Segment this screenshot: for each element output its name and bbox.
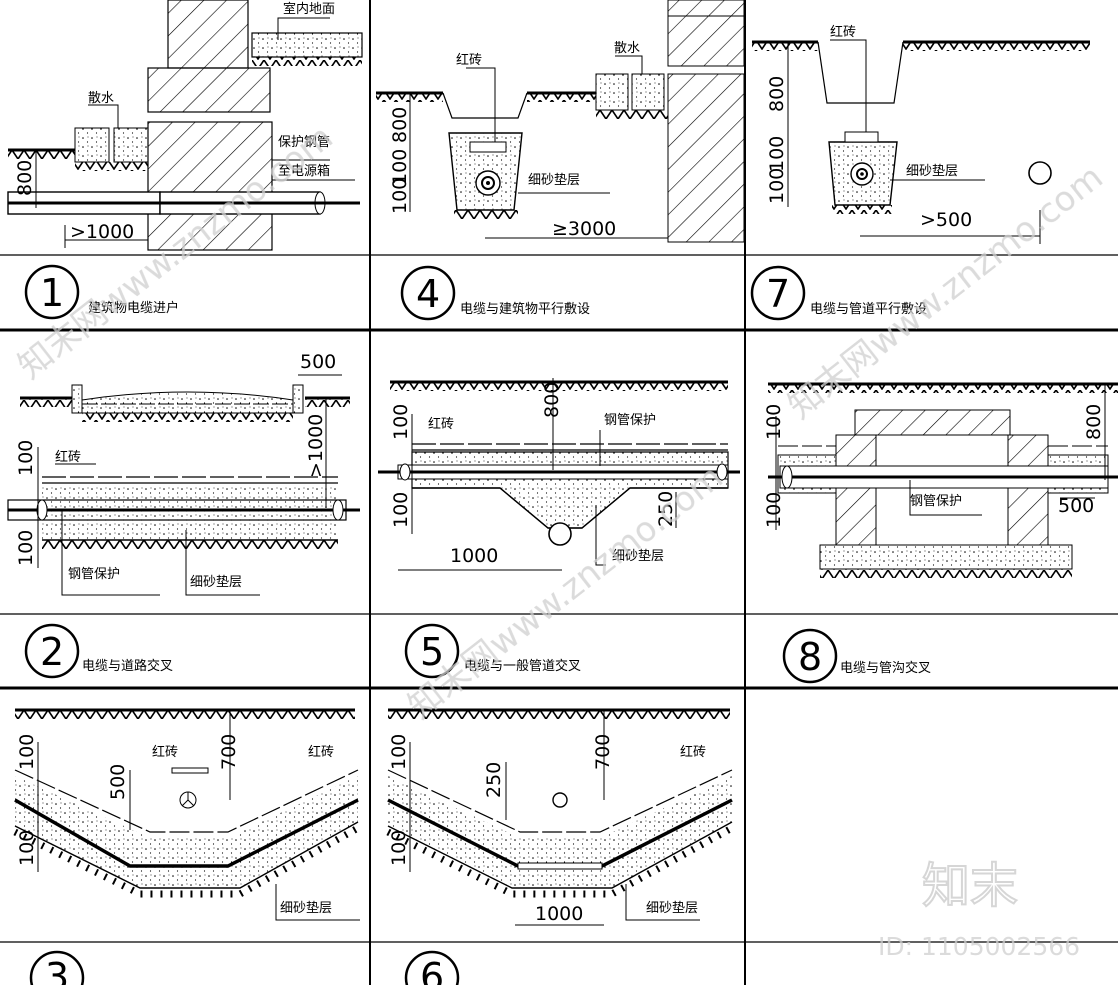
p6-sand-bottom-dim: 100 [388, 830, 410, 866]
p5-title: 电缆与一般管道交叉 [464, 658, 581, 674]
p3-brick-right-label: 红砖 [308, 744, 334, 760]
p4-title: 电缆与建筑物平行敷设 [460, 301, 590, 317]
p8-offset-dim: 500 [1058, 495, 1094, 517]
detail-2-road-crossing: 红砖 钢管保护 细砂垫层 500 >1000 100 100 2 电缆与道路交叉 [7, 351, 360, 679]
p2-pipe-label: 钢管保护 [68, 567, 120, 582]
p4-brick-label: 红砖 [456, 52, 482, 68]
p6-number-circle [404, 950, 460, 985]
p8-depth-dim: 800 [1083, 404, 1105, 440]
p1-box-label: 至电源箱 [278, 163, 330, 179]
p4-sand-top-dim: 100 [389, 149, 411, 185]
p8-title: 电缆与管沟交叉 [840, 660, 931, 676]
p3-number-circle [29, 950, 85, 985]
p3-brick-left-label: 红砖 [152, 744, 178, 760]
p2-title: 电缆与道路交叉 [82, 658, 173, 674]
p2-number: 2 [40, 630, 64, 674]
p7-sand-top-dim: 100 [766, 136, 788, 172]
p8-sand-top-dim: 100 [763, 404, 785, 440]
p6-sand-top-dim: 100 [388, 734, 410, 770]
p6-brick-label: 红砖 [680, 744, 706, 760]
p3-sand-top-dim: 100 [16, 734, 38, 770]
p1-floor-label: 室内地面 [283, 1, 335, 17]
p3-number: 3 [45, 955, 69, 985]
detail-1-cable-entry: 室内地面 散水 保护钢管 至电源箱 800 >1000 1 建筑物电缆进户 [7, 0, 363, 320]
p2-sand-top-dim: 100 [15, 440, 37, 476]
p6-depth-dim: 700 [592, 734, 614, 770]
p7-sand-label: 细砂垫层 [906, 163, 958, 179]
p5-sand-label: 细砂垫层 [612, 548, 664, 564]
p5-length-dim: 1000 [450, 545, 498, 567]
p1-depth-dim: 800 [14, 160, 36, 196]
p5-sand-bottom-dim: 100 [390, 492, 412, 528]
p1-pipe-label: 保护钢管 [278, 135, 330, 150]
detail-3-slope-crossing: 红砖 红砖 细砂垫层 500 700 100 100 3 [13, 708, 360, 985]
p2-depth-dim: >1000 [305, 414, 327, 478]
p2-number-circle [24, 623, 80, 679]
p1-number: 1 [40, 271, 64, 315]
p7-distance-dim: >500 [920, 209, 972, 231]
p4-distance-dim: ≥3000 [552, 218, 616, 240]
p8-pipe-label: 钢管保护 [910, 494, 962, 509]
p3-sand-label: 细砂垫层 [280, 900, 332, 916]
p5-number-circle [404, 623, 460, 679]
p1-number-circle [24, 264, 80, 320]
p6-clearance-dim: 250 [483, 762, 505, 798]
p4-sand-label: 细砂垫层 [528, 172, 580, 188]
p7-sand-bottom-dim: 100 [766, 168, 788, 204]
p4-number: 4 [416, 272, 440, 316]
p7-number: 7 [766, 272, 790, 316]
detail-8-trench-crossing: 钢管保护 800 500 100 100 8 电缆与管沟交叉 [763, 382, 1118, 684]
p5-pipe-label: 钢管保护 [604, 413, 656, 428]
p5-clearance-dim: 250 [655, 491, 677, 527]
p1-length-dim: >1000 [70, 221, 134, 243]
watermark-logo: 知末 [922, 858, 1018, 914]
p8-number-circle [782, 628, 838, 684]
p7-depth-dim: 800 [766, 76, 788, 112]
p2-overhang-dim: 500 [300, 351, 336, 373]
p5-depth-dim: 800 [541, 382, 563, 418]
p3-sand-bottom-dim: 100 [16, 830, 38, 866]
p8-sand-bottom-dim: 100 [763, 492, 785, 528]
p2-sand-bottom-dim: 100 [15, 530, 37, 566]
p6-number: 6 [420, 955, 444, 985]
p7-number-circle [750, 265, 806, 321]
p4-sand-bottom-dim: 100 [389, 178, 411, 214]
p8-number: 8 [798, 635, 822, 679]
detail-5-pipe-crossing: 红砖 钢管保护 细砂垫层 800 250 100 100 1000 5 电缆与一… [378, 378, 740, 679]
p7-brick-label: 红砖 [830, 24, 856, 40]
detail-7-parallel-pipe: 红砖 细砂垫层 800 100 100 >500 7 电缆与管道平行敷设 [750, 24, 1090, 321]
p2-sand-label: 细砂垫层 [190, 574, 242, 590]
detail-4-parallel-building: 红砖 散水 细砂垫层 800 100 100 ≥3000 4 电缆与建筑物平行敷… [376, 0, 745, 321]
p6-sand-label: 细砂垫层 [646, 900, 698, 916]
p3-depth-dim: 700 [218, 734, 240, 770]
p6-length-dim: 1000 [535, 903, 583, 925]
detail-6-slope-pipe-crossing: 红砖 细砂垫层 250 700 100 100 1000 6 [386, 708, 734, 985]
p5-number: 5 [420, 630, 444, 674]
p2-brick-label: 红砖 [55, 449, 81, 465]
watermark-id: ID: 1105002566 [878, 932, 1080, 961]
p5-brick-label: 红砖 [428, 416, 454, 432]
p4-number-circle [400, 265, 456, 321]
p1-title: 建筑物电缆进户 [88, 300, 179, 316]
p5-sand-top-dim: 100 [390, 404, 412, 440]
p3-offset-dim: 500 [107, 764, 129, 800]
p1-apron-label: 散水 [88, 91, 114, 106]
p7-title: 电缆与管道平行敷设 [810, 301, 927, 317]
p4-apron-label: 散水 [614, 41, 640, 56]
p4-depth-dim: 800 [389, 107, 411, 143]
